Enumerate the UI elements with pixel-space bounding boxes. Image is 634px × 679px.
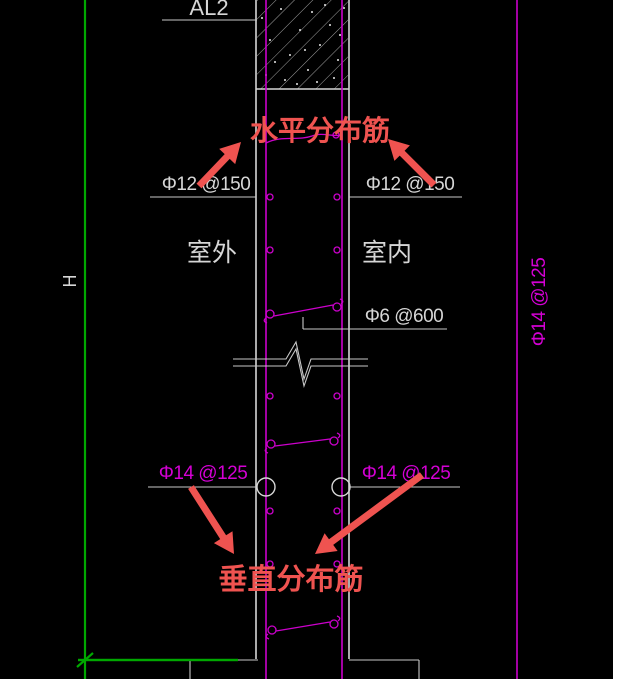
horizontal-rebar-callout: 水平分布筋 [250, 114, 390, 146]
height-dimension-label: H [60, 275, 80, 288]
tie-bar [265, 615, 341, 640]
horizontal-bar-sections [266, 193, 341, 568]
break-line-symbol [233, 340, 368, 389]
beam-label: AL2 [189, 0, 228, 20]
callout-arrow-vertical-right [315, 472, 425, 554]
horizontal-rebar-spec-left: Φ12 @150 [162, 174, 251, 195]
vertical-rebar-lines [265, 0, 343, 679]
indoor-label: 室内 [362, 239, 412, 267]
concrete-hatch-region [256, 0, 349, 90]
callout-arrow-vertical-left [188, 485, 234, 554]
horizontal-rebar-wave [265, 131, 343, 144]
tie-bar [263, 298, 344, 324]
vertical-rebar-spec-left: Φ14 @125 [159, 463, 248, 484]
vertical-rebar-spec-right: Φ14 @125 [362, 463, 451, 484]
tie-bar [264, 432, 341, 454]
vertical-rebar-callout: 垂直分布筋 [218, 562, 363, 596]
hatch-dots [261, 4, 345, 85]
callout-arrow-horizontal-left [196, 142, 241, 189]
callout-arrow-horizontal-right [388, 139, 437, 188]
horizontal-rebar-spec-right: Φ12 @150 [366, 174, 455, 195]
tie-bar-spec: Φ6 @600 [365, 306, 444, 327]
tie-bar-leader [302, 317, 447, 330]
canvas-edge-strip [613, 0, 634, 679]
vertical-rebar-dimension-label: Φ14 @125 [529, 258, 550, 347]
outdoor-label: 室外 [187, 239, 237, 267]
